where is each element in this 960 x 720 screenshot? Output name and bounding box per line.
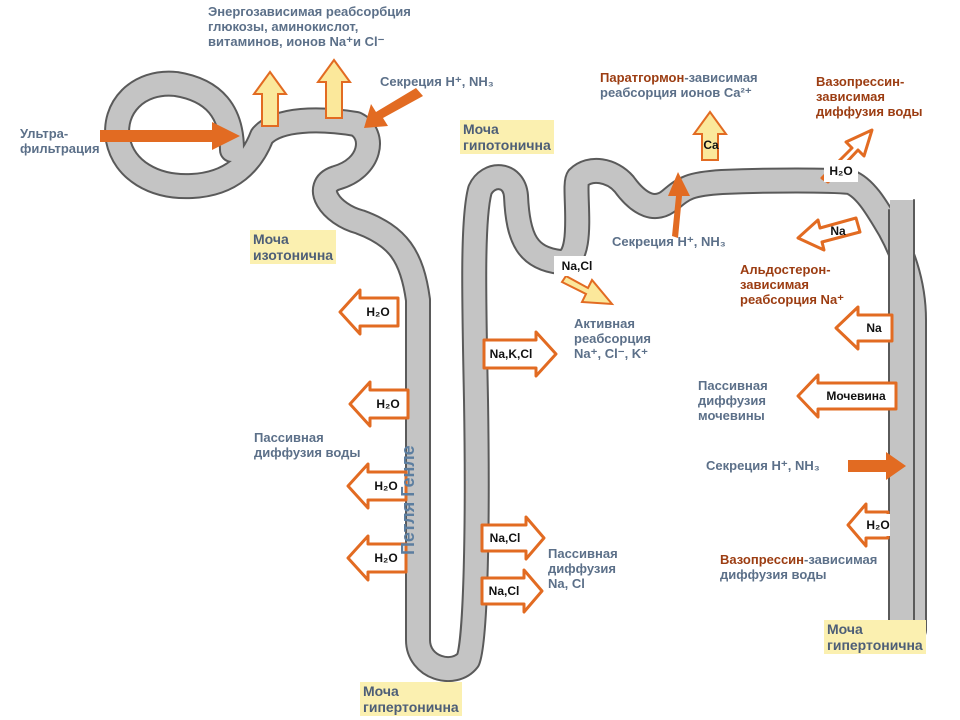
secretion-right-arrow: [848, 452, 906, 480]
urine-hypotonic-note: Моча гипотонична: [460, 120, 554, 154]
reabsorption-arrow-1: [252, 70, 288, 127]
passive-nacl-label: Пассивная диффузия Na, Cl: [548, 546, 618, 591]
ultrafiltration-arrow: [100, 122, 240, 150]
aldosterone-text: Альдостерон- зависимая реабсорция Na⁺: [740, 262, 845, 307]
vaso-top-text: Вазопрессин- зависимая диффузия воды: [816, 74, 923, 119]
nacl-label-2: Na,Cl: [488, 584, 520, 598]
orange-arrows: [100, 88, 906, 480]
pth-part2: -зависимая реабсорция ионов Ca²⁺: [600, 70, 758, 100]
urine-isotonic-note: Моча изотонична: [250, 230, 337, 264]
vaso-top-label: Вазопрессин- зависимая диффузия воды: [816, 74, 922, 119]
nacl-arrow-1: [480, 515, 546, 561]
nacl-arrow-2: [480, 568, 544, 614]
aldosterone-label: Альдостерон- зависимая реабсорция Na⁺: [740, 262, 844, 307]
h2o-label-right: H₂O: [866, 514, 890, 536]
secretion-right-label: Секреция H⁺, NH₃: [706, 458, 820, 473]
nakcl-label: Na,K,Cl: [489, 347, 533, 361]
loop-of-henle-label: Петля Генле: [398, 445, 418, 555]
passive-urea-label: Пассивная диффузия мочевины: [698, 378, 768, 423]
na-aldo-arrow: [796, 216, 862, 252]
energy-reabsorption-label: Энергозависимая реабсорбция глюкозы, ами…: [208, 4, 411, 49]
nephron-tube: [104, 70, 927, 682]
h2o-arrow-1: [338, 288, 400, 336]
h2o-label-2: H₂O: [376, 397, 400, 411]
secretion-top-label: Секреция H⁺, NH₃: [380, 74, 494, 89]
yellow-arrows: [252, 58, 728, 306]
h2o-label-3: H₂O: [374, 479, 398, 493]
vaso-bottom-label: Вазопрессин-зависимая диффузия воды: [720, 552, 877, 582]
h2o-vaso-label: H₂O: [824, 160, 858, 182]
nacl-active-arrow: [560, 274, 615, 306]
pth-part1: Паратгормон: [600, 70, 685, 85]
ultrafiltration-label: Ультра- фильтрация: [20, 126, 100, 156]
active-reabsorption-label: Активная реабсорция Na⁺, Cl⁻, K⁺: [574, 316, 651, 361]
urine-hypertonic-right-note: Моча гипертонична: [824, 620, 926, 654]
ca-label: Ca: [703, 138, 719, 152]
ca-arrow: [692, 110, 728, 161]
passive-water-label: Пассивная диффузия воды: [254, 430, 361, 460]
reabsorption-arrow-2: [316, 58, 352, 119]
secretion-mid-arrow: [668, 172, 690, 238]
secretion-top-arrow: [364, 88, 423, 128]
secretion-mid-label: Секреция H⁺, NH₃: [612, 234, 726, 249]
na-label: Na: [866, 321, 882, 335]
urine-hypertonic-bottom-note: Моча гипертонична: [360, 682, 462, 716]
h2o-arrow-3: [346, 462, 408, 510]
h2o-label-4: H₂O: [374, 551, 398, 565]
na-aldo-label: Na: [830, 224, 846, 238]
pth-label: Паратгормон-зависимая реабсорция ионов C…: [600, 70, 758, 100]
urea-arrow: [796, 373, 898, 419]
nacl-active-label: Na,Cl: [554, 256, 600, 276]
h2o-arrow-2: [348, 380, 410, 428]
vaso-bottom-part1: Вазопрессин: [720, 552, 805, 567]
nacl-label-1: Na,Cl: [489, 531, 521, 545]
vaso-bottom-part2: -зависимая диффузия воды: [720, 552, 878, 582]
h2o-arrow-4: [346, 534, 408, 582]
urea-label: Мочевина: [826, 389, 886, 403]
h2o-label-1: H₂O: [366, 305, 390, 319]
na-arrow: [834, 305, 894, 351]
nakcl-arrow: [482, 330, 558, 378]
